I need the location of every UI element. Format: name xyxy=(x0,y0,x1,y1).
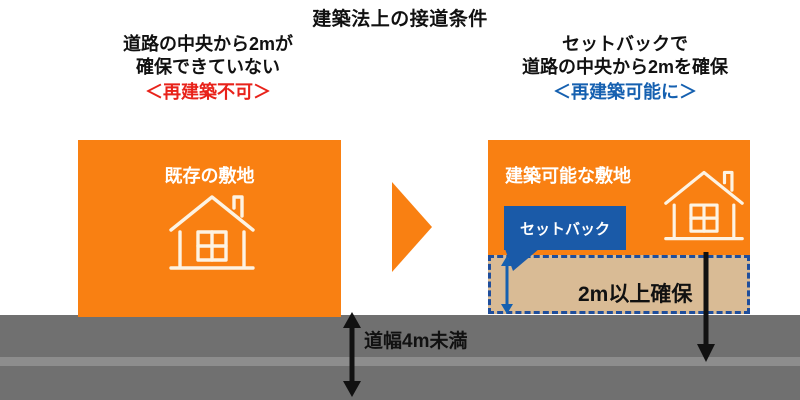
existing-site-label: 既存の敷地 xyxy=(164,166,255,186)
right-caption-line2: 道路の中央から2mを確保 xyxy=(521,57,728,78)
left-caption-line2: 確保できていない xyxy=(136,57,280,78)
down-arrow-icon xyxy=(695,252,717,367)
setback-callout-label: セットバック xyxy=(519,220,610,238)
page-title: 建築法上の接道条件 xyxy=(312,9,488,30)
right-caption-line1: セットバックで xyxy=(562,34,688,54)
road-centerline xyxy=(0,357,800,366)
buildable-site-label: 建築可能な敷地 xyxy=(505,166,631,186)
callout-tail xyxy=(505,249,539,271)
setback-dimension-label: 2m以上確保 xyxy=(578,283,693,306)
right-caption-block: セットバックで 道路の中央から2mを確保 ＜再建築可能に＞ xyxy=(465,33,785,104)
house-outline-icon xyxy=(168,192,256,279)
vertical-double-arrow-icon xyxy=(341,312,363,400)
road-width-label: 道幅4m未満 xyxy=(364,331,468,352)
left-caption-line1: 道路の中央から2mが xyxy=(122,34,293,54)
right-caption-status-tag: ＜再建築可能に＞ xyxy=(553,82,697,103)
setback-callout: セットバック xyxy=(504,206,626,250)
right-triangle-arrow-icon xyxy=(392,182,432,272)
house-outline-icon xyxy=(663,158,745,259)
existing-site-box: 既存の敷地 xyxy=(78,140,341,317)
left-caption-block: 道路の中央から2mが 確保できていない ＜再建築不可＞ xyxy=(58,33,358,104)
left-caption-status-tag: ＜再建築不可＞ xyxy=(145,82,271,103)
